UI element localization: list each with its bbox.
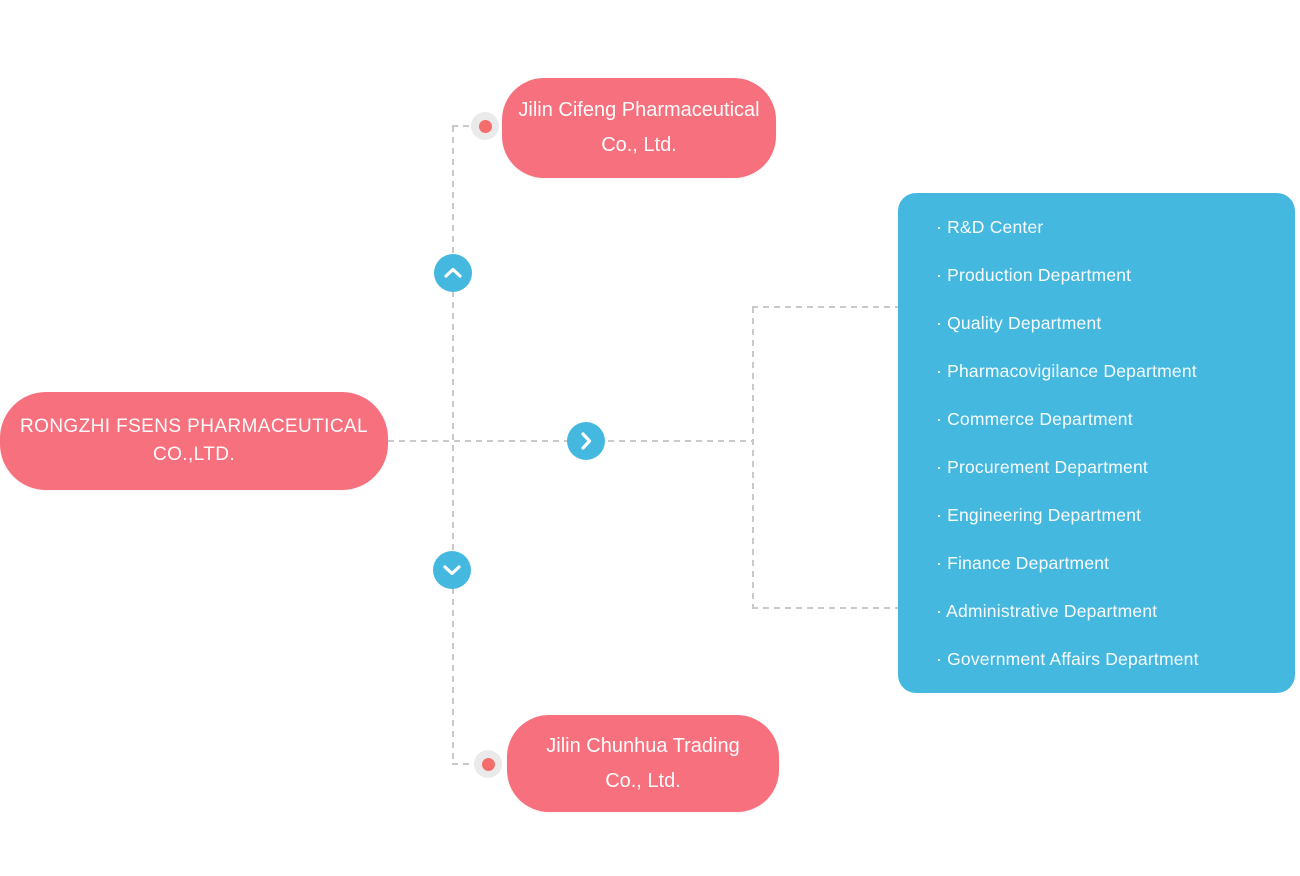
root-company-name-line1: RONGZHI FSENS PHARMACEUTICAL: [20, 416, 368, 437]
collapse-up-button[interactable]: [434, 254, 472, 292]
subsidiary-chunhua-line2: Co., Ltd.: [605, 769, 681, 792]
connector-vertical-center: [452, 126, 454, 764]
connector-bracket-top: [752, 306, 900, 308]
root-company-name-line2: CO.,LTD.: [152, 444, 236, 465]
chevron-right-icon: [579, 431, 593, 451]
collapse-down-button[interactable]: [433, 551, 471, 589]
department-item: · Quality Department: [936, 313, 1102, 333]
department-item: · Government Affairs Department: [936, 649, 1199, 669]
chevron-up-icon: [443, 266, 463, 280]
subsidiary-node-cifeng[interactable]: Jilin Cifeng Pharmaceutical Co., Ltd.: [502, 78, 776, 178]
dot-icon: [478, 119, 492, 133]
subsidiary-cifeng-line2: Co., Ltd.: [601, 134, 677, 156]
chevron-down-icon: [442, 563, 462, 577]
department-item: · Commerce Department: [936, 409, 1133, 429]
dot-icon: [481, 757, 495, 771]
subsidiary-chunhua-line1: Jilin Chunhua Trading: [546, 734, 740, 757]
department-item: · Pharmacovigilance Department: [936, 361, 1197, 381]
subsidiary-node-chunhua[interactable]: Jilin Chunhua Trading Co., Ltd.: [507, 715, 779, 812]
department-item: · Engineering Department: [936, 505, 1142, 525]
connector-top-stub: [452, 125, 486, 127]
connector-bracket-vertical: [752, 307, 754, 608]
root-company-node[interactable]: RONGZHI FSENS PHARMACEUTICAL CO.,LTD.: [0, 392, 388, 490]
department-item: · Procurement Department: [936, 457, 1148, 477]
department-item: · R&D Center: [936, 217, 1044, 237]
departments-list: · R&D Center · Production Department · Q…: [936, 203, 1275, 683]
department-item: · Finance Department: [936, 553, 1110, 573]
departments-panel: · R&D Center · Production Department · Q…: [898, 193, 1295, 693]
subsidiary-cifeng-line1: Jilin Cifeng Pharmaceutical: [518, 99, 760, 121]
expand-right-button[interactable]: [567, 422, 605, 460]
department-item: · Administrative Department: [936, 601, 1158, 621]
connector-bottom-stub: [452, 763, 488, 765]
connector-bracket-bottom: [752, 607, 900, 609]
node-dot-marker-bottom[interactable]: [474, 750, 502, 778]
node-dot-marker-top[interactable]: [471, 112, 499, 140]
department-item: · Production Department: [936, 265, 1132, 285]
